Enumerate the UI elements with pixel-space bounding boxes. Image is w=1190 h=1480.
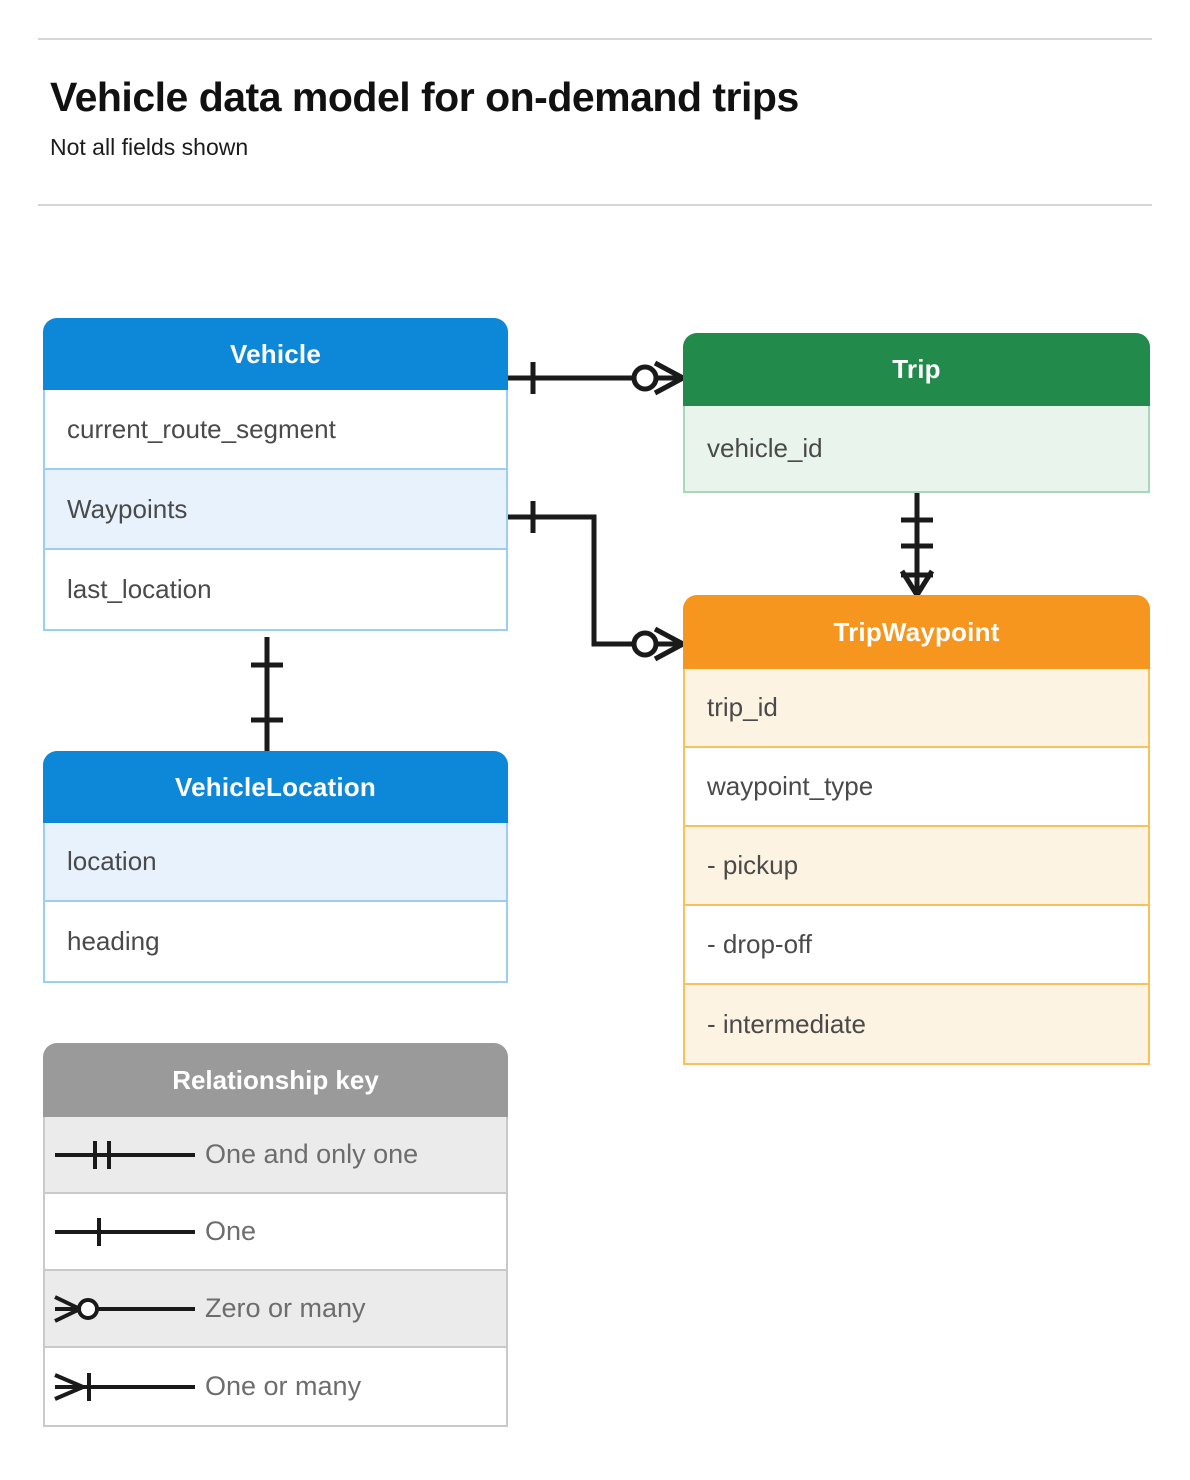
- entity-tripwaypoint[interactable]: TripWaypoint trip_id waypoint_type - pic…: [683, 595, 1150, 1065]
- page-title: Vehicle data model for on-demand trips: [50, 74, 799, 120]
- entity-tripwaypoint-title: TripWaypoint: [683, 595, 1150, 669]
- connector-vehicle-vehiclelocation: [251, 637, 283, 751]
- entity-vehicle-field-current-route-segment[interactable]: current_route_segment: [45, 390, 506, 470]
- legend-item-label: One: [205, 1216, 257, 1246]
- entity-tripwaypoint-field-waypoint-type[interactable]: waypoint_type: [685, 748, 1148, 827]
- legend-title: Relationship key: [43, 1043, 508, 1117]
- legend-item-zero-or-many: Zero or many: [45, 1271, 506, 1348]
- entity-tripwaypoint-field-intermediate[interactable]: - intermediate: [685, 985, 1148, 1063]
- entity-tripwaypoint-field-drop-off[interactable]: - drop-off: [685, 906, 1148, 985]
- entity-vehiclelocation-field-location[interactable]: location: [45, 823, 506, 902]
- legend-item-label: Zero or many: [205, 1293, 366, 1323]
- connector-vehicle-trip: [507, 360, 685, 396]
- entity-vehicle[interactable]: Vehicle current_route_segment Waypoints …: [43, 318, 508, 631]
- legend-item-label: One or many: [205, 1371, 362, 1401]
- relationship-key-legend: Relationship key One and only one: [43, 1043, 508, 1427]
- legend-item-label: One and only one: [205, 1139, 419, 1169]
- entity-trip-field-vehicle-id[interactable]: vehicle_id: [685, 406, 1148, 491]
- entity-vehicle-field-waypoints[interactable]: Waypoints: [45, 470, 506, 550]
- one-or-many-icon: [45, 1367, 205, 1407]
- entity-vehicle-title: Vehicle: [43, 318, 508, 390]
- entity-vehicle-field-last-location[interactable]: last_location: [45, 550, 506, 629]
- one-icon: [45, 1212, 205, 1252]
- page-subtitle: Not all fields shown: [50, 134, 249, 160]
- zero-or-many-icon: [45, 1289, 205, 1329]
- entity-vehiclelocation-title: VehicleLocation: [43, 751, 508, 823]
- connector-trip-tripwaypoint: [899, 491, 935, 597]
- header-divider-top: [38, 38, 1152, 40]
- entity-vehiclelocation-field-heading[interactable]: heading: [45, 902, 506, 981]
- legend-item-one-or-many: One or many: [45, 1348, 506, 1425]
- one-and-only-one-icon: [45, 1135, 205, 1175]
- entity-trip[interactable]: Trip vehicle_id: [683, 333, 1150, 493]
- entity-tripwaypoint-field-pickup[interactable]: - pickup: [685, 827, 1148, 906]
- legend-item-one-and-only-one: One and only one: [45, 1117, 506, 1194]
- entity-tripwaypoint-field-trip-id[interactable]: trip_id: [685, 669, 1148, 748]
- connector-waypoints-tripwaypoint: [507, 501, 685, 662]
- entity-trip-title: Trip: [683, 333, 1150, 406]
- entity-vehiclelocation[interactable]: VehicleLocation location heading: [43, 751, 508, 983]
- legend-item-one: One: [45, 1194, 506, 1271]
- header-divider-bottom: [38, 204, 1152, 206]
